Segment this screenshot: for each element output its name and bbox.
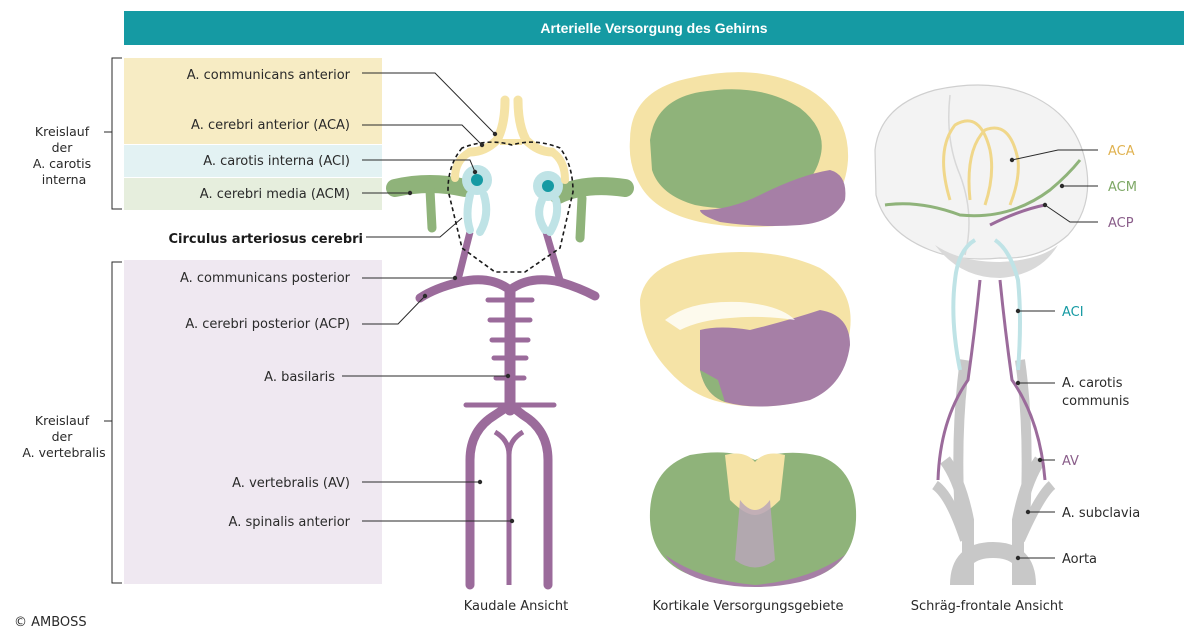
group-label-vertebralis: Kreislauf der A. vertebralis	[22, 413, 105, 460]
bracket-vertebralis	[112, 262, 122, 583]
oblique-view	[875, 85, 1088, 585]
label-aca: A. cerebri anterior (ACA)	[191, 118, 350, 133]
cortical-coronal-brain	[650, 452, 856, 587]
right-label-aca: ACA	[1108, 144, 1135, 159]
right-label-acp: ACP	[1108, 216, 1134, 231]
label-communicans-posterior: A. communicans posterior	[180, 271, 351, 286]
label-spinalis: A. spinalis anterior	[229, 515, 351, 530]
caption-caudal: Kaudale Ansicht	[464, 599, 568, 614]
caudal-view	[395, 100, 625, 585]
caption-oblique: Schräg-frontale Ansicht	[911, 599, 1064, 614]
right-label-aci: ACI	[1062, 305, 1084, 320]
right-label-subclavia: A. subclavia	[1062, 506, 1140, 521]
cortical-medial-brain	[640, 252, 851, 407]
copyright: © AMBOSS	[14, 615, 87, 630]
right-label-acm: ACM	[1108, 180, 1137, 195]
bracket-carotis	[112, 58, 122, 209]
label-aci: A. carotis interna (ACI)	[203, 154, 350, 169]
cortical-lateral-brain	[630, 72, 848, 227]
caption-cortical: Kortikale Versorgungsgebiete	[653, 599, 844, 614]
group-label-carotis: Kreislauf der A. carotis interna	[33, 124, 95, 187]
label-acm: A. cerebri media (ACM)	[200, 187, 350, 202]
label-acp: A. cerebri posterior (ACP)	[185, 317, 350, 332]
label-circulus: Circulus arteriosus cerebri	[168, 232, 363, 247]
right-label-carotis-communis: A. carotis communis	[1062, 376, 1130, 409]
band-vertebralis	[124, 260, 382, 584]
right-label-av: AV	[1062, 454, 1079, 469]
label-communicans-anterior: A. communicans anterior	[187, 68, 351, 83]
label-basilaris: A. basilaris	[264, 370, 335, 385]
right-label-aorta: Aorta	[1062, 552, 1097, 567]
label-vertebralis: A. vertebralis (AV)	[232, 476, 350, 491]
